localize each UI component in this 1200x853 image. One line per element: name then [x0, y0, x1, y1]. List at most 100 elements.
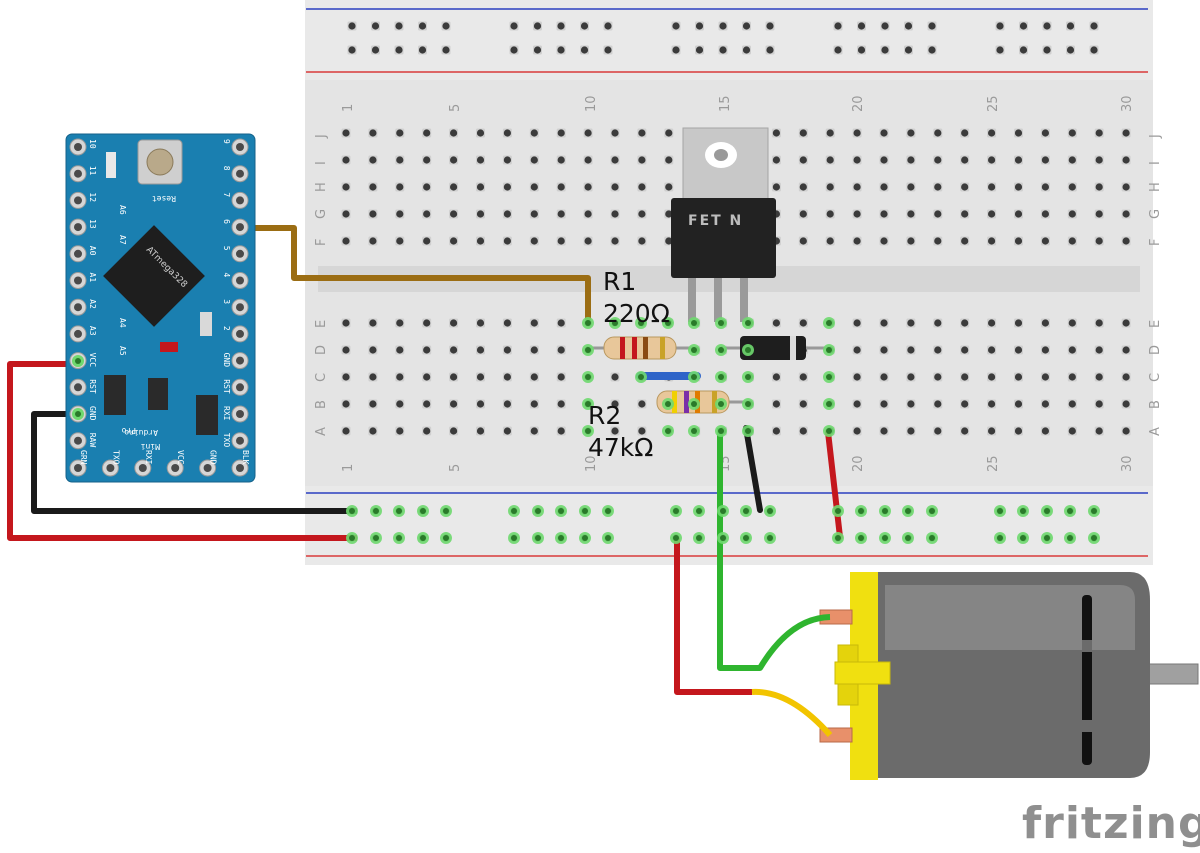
- breadboard-hole-center: [880, 210, 888, 218]
- connected-hole-center: [349, 535, 355, 541]
- breadboard-hole-center: [772, 400, 781, 408]
- arduino-right-pin-label: 2: [222, 326, 231, 331]
- breadboard-hole-center: [826, 237, 834, 245]
- power-rail-hole-center: [371, 22, 380, 30]
- connected-hole-center: [443, 508, 449, 514]
- connected-hole-center: [718, 401, 724, 407]
- power-rail-hole-center: [442, 46, 450, 54]
- arduino-left-pin-label: 10: [88, 139, 97, 149]
- breadboard-hole-center: [503, 400, 511, 408]
- arduino-right-pin-label: RXI: [222, 406, 231, 421]
- breadboard-hole-center: [988, 319, 996, 327]
- breadboard-hole-center: [611, 400, 619, 408]
- svg-text:5: 5: [448, 104, 463, 112]
- arduino-left-pin-label: 13: [88, 219, 97, 229]
- breadboard-hole-center: [369, 129, 377, 137]
- breadboard-hole-center: [423, 237, 431, 245]
- breadboard-hole-center: [423, 373, 431, 381]
- breadboard-hole-center: [1041, 427, 1049, 435]
- breadboard-hole-center: [638, 129, 646, 137]
- arduino-connected-pin-center: [75, 358, 81, 364]
- breadboard-hole-center: [799, 210, 807, 218]
- power-rail-hole-center: [881, 46, 889, 54]
- power-rail-hole-center: [604, 22, 612, 30]
- connected-hole-center: [511, 508, 517, 514]
- r1-name-label: R1: [603, 267, 636, 296]
- breadboard-hole-center: [342, 373, 350, 381]
- breadboard-hole-center: [450, 427, 458, 435]
- connected-hole-center: [720, 535, 726, 541]
- connected-hole-center: [997, 535, 1003, 541]
- breadboard-hole-center: [772, 373, 781, 381]
- arduino-left-pin-label: RAW: [88, 433, 97, 448]
- arduino-bottom-pin-hole: [203, 464, 212, 472]
- breadboard-hole-center: [1068, 346, 1076, 354]
- connected-hole-center: [882, 508, 888, 514]
- mosfet-label: FET N: [688, 213, 743, 229]
- atmega-chip: [103, 225, 205, 327]
- svg-text:1: 1: [341, 464, 356, 472]
- breadboard-hole-center: [423, 400, 431, 408]
- connected-hole-center: [349, 508, 355, 514]
- breadboard-hole-center: [369, 237, 377, 245]
- arduino-right-pin-hole: [236, 303, 244, 312]
- connected-hole-center: [1044, 508, 1050, 514]
- breadboard-hole-center: [961, 427, 969, 435]
- breadboard-hole-center: [961, 237, 969, 245]
- breadboard-hole-center: [342, 129, 350, 137]
- breadboard-hole-center: [665, 129, 673, 137]
- connected-hole-center: [535, 508, 541, 514]
- source-ground-wire-black: [743, 425, 763, 513]
- breadboard-hole-center: [423, 210, 431, 218]
- breadboard-hole-center: [907, 237, 915, 245]
- connected-hole-center: [373, 508, 379, 514]
- breadboard-hole-center: [557, 183, 565, 191]
- breadboard-hole-center: [557, 373, 565, 381]
- top-column-numbers: 1 5 10 15 20 25 30: [341, 95, 1135, 112]
- breadboard-hole-center: [369, 373, 377, 381]
- arduino-bottom-pin-label: RXI: [144, 450, 153, 465]
- breadboard-hole-center: [1122, 373, 1130, 381]
- breadboard-hole-center: [584, 183, 592, 191]
- breadboard-hole-center: [1014, 400, 1023, 408]
- signal-wire-brown: [240, 225, 591, 320]
- breadboard-hole-center: [988, 183, 996, 191]
- breadboard-hole-center: [369, 427, 377, 435]
- breadboard-hole-center: [342, 346, 350, 354]
- breadboard-hole-center: [799, 183, 807, 191]
- breadboard-hole-center: [907, 400, 915, 408]
- power-rail-hole-center: [834, 46, 842, 54]
- breadboard-hole-center: [880, 129, 888, 137]
- breadboard-hole-center: [638, 156, 646, 164]
- connected-hole-center: [511, 535, 517, 541]
- arduino-right-pin-label: RST: [222, 379, 231, 394]
- connected-hole-center: [767, 535, 773, 541]
- power-rail-hole-center: [857, 46, 866, 54]
- connected-hole-center: [826, 320, 832, 326]
- breadboard-hole-center: [1122, 319, 1130, 327]
- connected-hole-center: [638, 320, 644, 326]
- breadboard-hole-center: [799, 373, 807, 381]
- breadboard-hole-center: [530, 400, 538, 408]
- breadboard-hole-center: [423, 129, 431, 137]
- connected-hole-center: [1067, 508, 1073, 514]
- breadboard-hole-center: [1095, 319, 1103, 327]
- svg-text:D: D: [314, 345, 329, 355]
- arduino-left-pin-hole: [74, 276, 82, 285]
- breadboard-hole-center: [772, 319, 781, 327]
- breadboard-hole-center: [476, 183, 485, 191]
- breadboard-hole-center: [1041, 183, 1049, 191]
- breadboard-hole-center: [1068, 373, 1076, 381]
- breadboard-hole-center: [476, 319, 485, 327]
- breadboard-hole-center: [450, 373, 458, 381]
- arduino-left-pin-hole: [74, 329, 82, 338]
- breadboard-hole-center: [961, 373, 969, 381]
- connected-hole-center: [835, 508, 841, 514]
- arduino-left-pin-hole: [74, 436, 82, 445]
- arduino-right-pin-hole: [236, 383, 244, 392]
- breadboard-hole-center: [853, 373, 861, 381]
- arduino-bottom-pin-label: BLK: [241, 450, 250, 465]
- breadboard-hole-center: [1041, 210, 1049, 218]
- breadboard-hole-center: [396, 210, 404, 218]
